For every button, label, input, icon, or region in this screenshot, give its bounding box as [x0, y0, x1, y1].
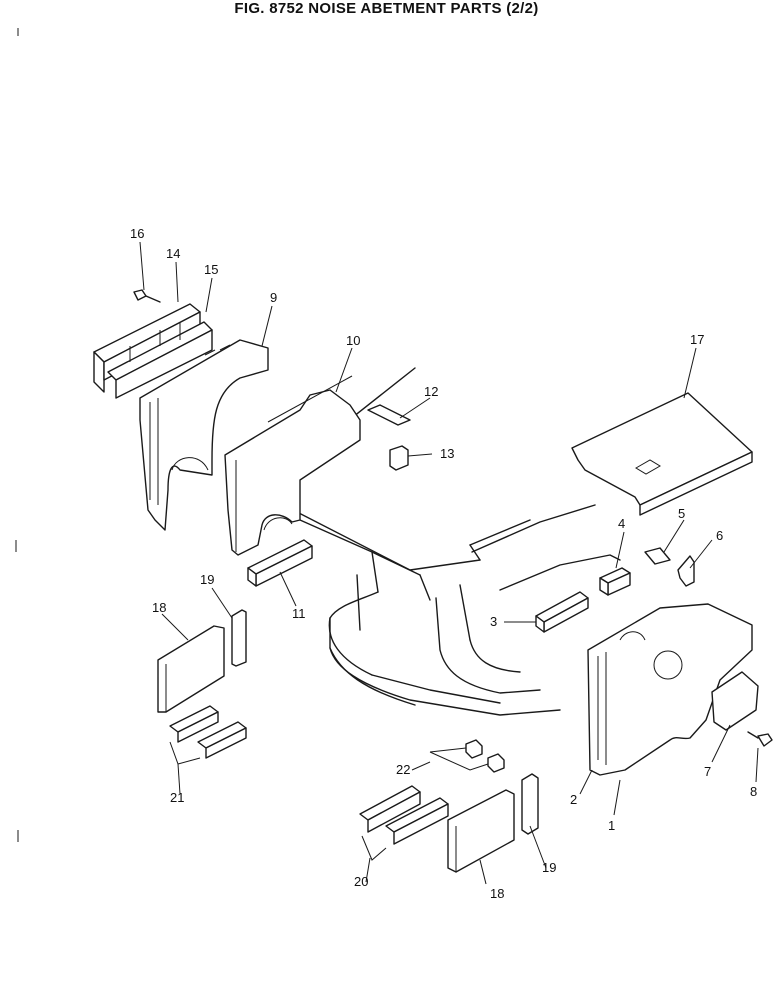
- callout-17: 17: [690, 332, 704, 347]
- part-19-bar-left: [231, 609, 247, 667]
- callout-19-bottom: 19: [542, 860, 556, 875]
- callout-22: 22: [396, 762, 410, 777]
- callout-19-left: 19: [200, 572, 214, 587]
- part-17-plate: [571, 392, 753, 516]
- part-18-panel-bottom: [447, 789, 515, 873]
- part-1-2-side-cover: [587, 603, 753, 776]
- callout-18-left: 18: [152, 600, 166, 615]
- part-4-block: [599, 567, 631, 596]
- part-13-block: [389, 445, 409, 471]
- part-21-blocks: [169, 705, 247, 765]
- callout-3: 3: [490, 614, 497, 629]
- callout-15: 15: [204, 262, 218, 277]
- callout-21: 21: [170, 790, 184, 805]
- part-3-block: [535, 591, 589, 633]
- callout-16: 16: [130, 226, 144, 241]
- part-11-block: [247, 539, 313, 587]
- callout-18-bottom: 18: [490, 886, 504, 901]
- part-12-strip: [367, 404, 411, 426]
- part-22-blocks: [429, 739, 505, 773]
- callout-12: 12: [424, 384, 438, 399]
- scan-marks: [15, 28, 19, 842]
- part-18-panel-left: [157, 625, 225, 713]
- part-14-15-brackets: [93, 303, 213, 399]
- callout-11: 11: [292, 606, 306, 621]
- callout-20: 20: [354, 874, 368, 889]
- callout-6: 6: [716, 528, 723, 543]
- callout-14: 14: [166, 246, 180, 261]
- callout-4: 4: [618, 516, 625, 531]
- part-20-blocks: [359, 785, 449, 861]
- callout-5: 5: [678, 506, 685, 521]
- callout-8: 8: [750, 784, 757, 799]
- figure-title: FIG. 8752 NOISE ABETMENT PARTS (2/2): [234, 0, 539, 17]
- callout-9: 9: [270, 290, 277, 305]
- callout-numbers: 1 2 3 4 5 6 7 8 9 10 11 12 13 14 15 16 1…: [130, 226, 757, 901]
- part-6-bracket: [677, 555, 695, 587]
- part-16-bolt: [133, 289, 161, 303]
- part-9-panel: [139, 339, 269, 531]
- leader-lines: [139, 241, 759, 885]
- callout-10: 10: [346, 333, 360, 348]
- callout-13: 13: [440, 446, 454, 461]
- part-5-pad: [644, 547, 671, 565]
- callout-2: 2: [570, 792, 577, 807]
- part-10-panel: [224, 375, 361, 556]
- callout-7: 7: [704, 764, 711, 779]
- callout-1: 1: [608, 818, 615, 833]
- part-7-plate: [711, 671, 759, 731]
- part-8-bolt: [747, 731, 773, 747]
- part-19-bar-bottom: [521, 773, 539, 835]
